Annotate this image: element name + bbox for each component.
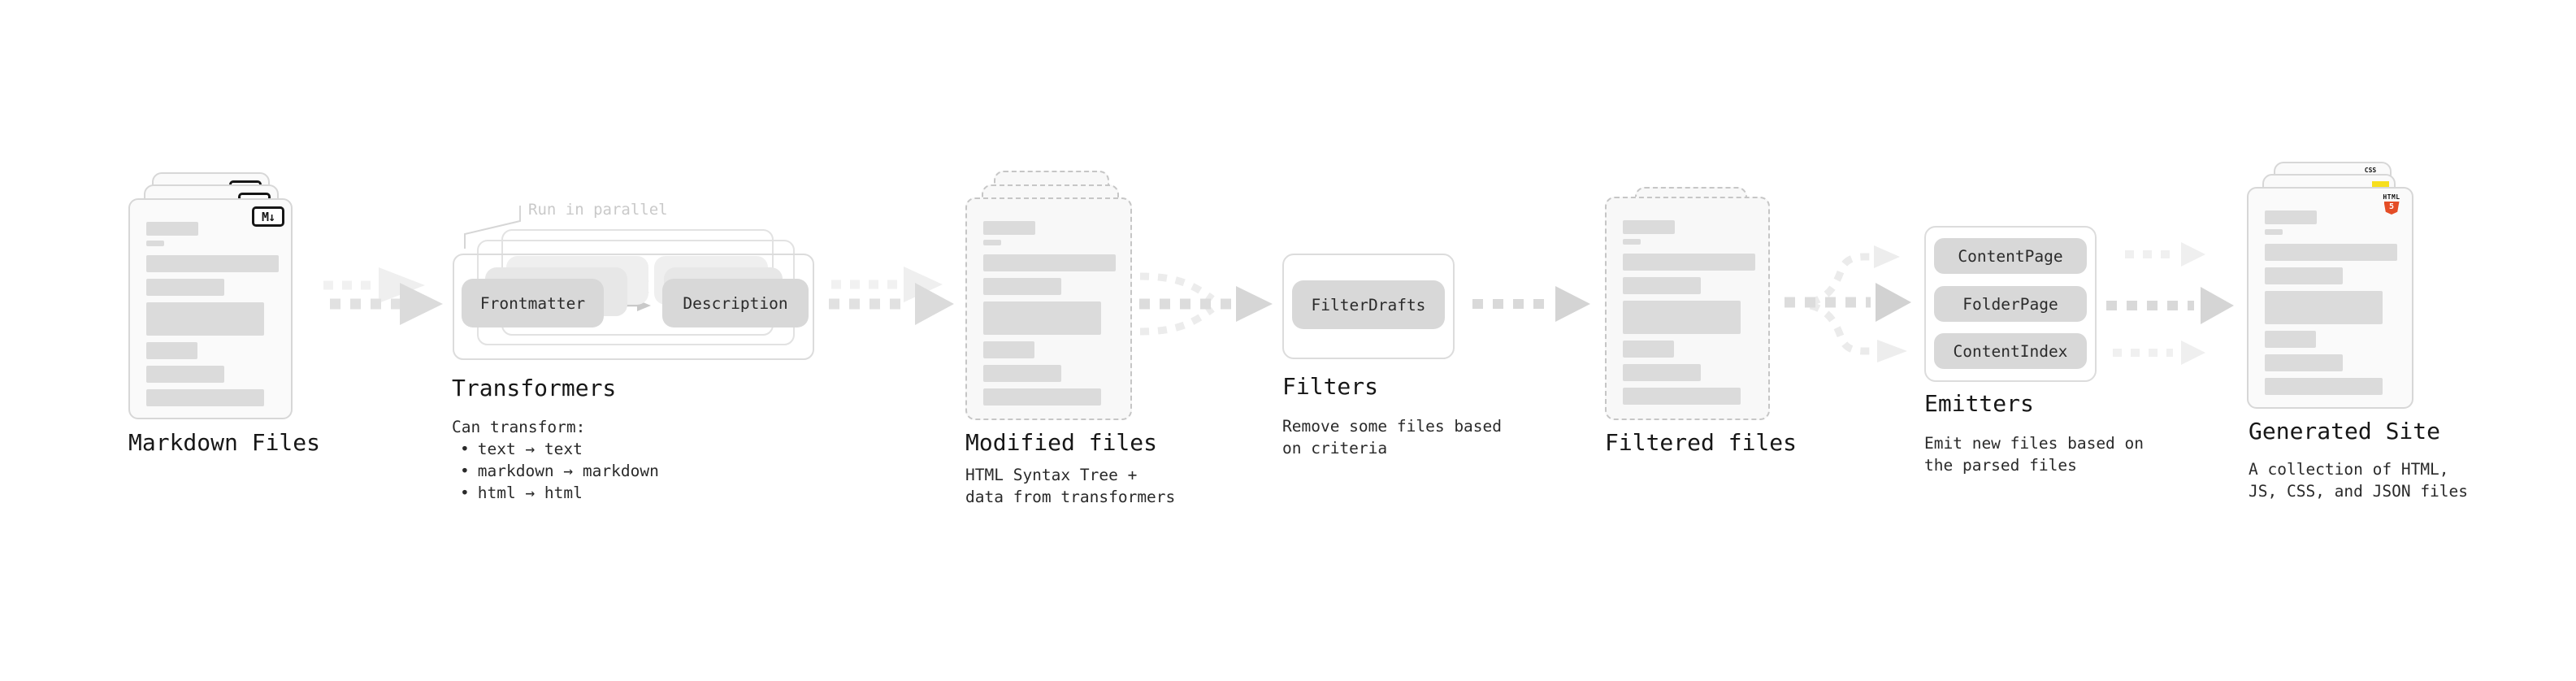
- generated-site-description: A collection of HTML, JS, CSS, and JSON …: [2249, 458, 2468, 502]
- arrow-transformers-to-modified: [829, 267, 954, 325]
- bullet-text: text → text: [477, 440, 583, 458]
- skeleton-line: [1623, 220, 1675, 234]
- transformers-title: Transformers: [452, 375, 617, 401]
- transformers-bullet: • html → html: [452, 482, 659, 504]
- skeleton-line: [2265, 244, 2397, 261]
- description-line: Remove some files based: [1282, 417, 1503, 436]
- transformers-box-front: [453, 254, 814, 360]
- transformer-frontmatter-pill: Frontmatter: [462, 279, 604, 327]
- skeleton-line: [2265, 229, 2283, 235]
- javascript-icon: [2372, 181, 2389, 189]
- emitter-content-page-pill: ContentPage: [1934, 238, 2087, 274]
- description-line: JS, CSS, and JSON files: [2249, 482, 2469, 501]
- bullet-icon: •: [460, 484, 470, 502]
- emitters-title: Emitters: [1924, 390, 2034, 417]
- skeleton-line: [983, 365, 1061, 382]
- html5-icon-label: HTML: [2383, 193, 2400, 201]
- description-line: on criteria: [1282, 439, 1388, 458]
- skeleton-line: [146, 302, 264, 336]
- markdown-icon: M↓: [252, 206, 284, 227]
- emitter-content-index-pill: ContentIndex: [1934, 333, 2087, 369]
- file-skeleton: [983, 221, 1116, 406]
- skeleton-line: [2265, 331, 2316, 348]
- skeleton-line: [983, 388, 1101, 406]
- generated-site-title: Generated Site: [2249, 418, 2441, 445]
- run-in-parallel-label: Run in parallel: [528, 201, 668, 219]
- skeleton-line: [146, 366, 224, 383]
- skeleton-line: [983, 254, 1116, 271]
- skeleton-line: [146, 222, 198, 236]
- html5-icon: HTML 5: [2383, 193, 2400, 215]
- skeleton-line: [1623, 388, 1741, 405]
- skeleton-line: [983, 278, 1061, 295]
- description-line: HTML Syntax Tree +: [965, 466, 1138, 484]
- skeleton-line: [2265, 210, 2317, 224]
- transformers-bullet: • text → text: [452, 438, 659, 460]
- skeleton-line: [2265, 267, 2343, 284]
- markdown-files-label: Markdown Files: [128, 429, 321, 456]
- skeleton-line: [1623, 239, 1641, 245]
- markdown-file-card-front: M↓: [128, 198, 293, 419]
- file-skeleton: [146, 222, 279, 406]
- emitters-description: Emit new files based on the parsed files: [1924, 432, 2144, 476]
- filters-description: Remove some files based on criteria: [1282, 415, 1502, 459]
- arrow-filtered-to-emitters-fanout: [1785, 245, 1911, 362]
- skeleton-line: [983, 341, 1034, 358]
- description-line: data from transformers: [965, 488, 1176, 506]
- filters-title: Filters: [1282, 373, 1379, 400]
- skeleton-line: [146, 342, 197, 359]
- filter-drafts-pill: FilterDrafts: [1292, 280, 1445, 329]
- skeleton-line: [2265, 354, 2343, 371]
- arrow-modified-to-filters-merge: [1139, 272, 1273, 336]
- skeleton-line: [983, 240, 1001, 245]
- description-line: the parsed files: [1924, 456, 2077, 475]
- css-icon-label: CSS: [2364, 167, 2377, 174]
- modified-files-title: Modified files: [965, 429, 1158, 456]
- skeleton-line: [1623, 277, 1701, 294]
- bullet-icon: •: [460, 440, 470, 458]
- skeleton-line: [1623, 340, 1674, 358]
- emitter-folder-page-pill: FolderPage: [1934, 286, 2087, 322]
- filters-box: [1282, 254, 1455, 359]
- skeleton-line: [1623, 364, 1701, 381]
- transformers-bullet: • markdown → markdown: [452, 460, 659, 482]
- filtered-file-card-front: [1605, 197, 1770, 420]
- skeleton-line: [146, 389, 264, 406]
- html5-icon-shield: 5: [2383, 202, 2400, 215]
- bullet-text: markdown → markdown: [477, 462, 659, 480]
- site-file-card-front: HTML 5: [2247, 187, 2413, 409]
- modified-file-card-front: [965, 197, 1132, 420]
- transformers-description: Can transform: • text → text • markdown → …: [452, 416, 659, 504]
- skeleton-line: [1623, 254, 1755, 271]
- skeleton-line: [983, 221, 1035, 235]
- emitters-box: [1924, 226, 2097, 382]
- modified-files-description: HTML Syntax Tree + data from transformer…: [965, 464, 1175, 508]
- arrow-filters-to-filtered: [1472, 286, 1590, 322]
- skeleton-line: [2265, 291, 2383, 324]
- skeleton-line: [983, 301, 1101, 335]
- bullet-icon: •: [460, 462, 470, 480]
- bullet-text: html → html: [477, 484, 583, 502]
- filtered-files-title: Filtered files: [1605, 429, 1798, 456]
- description-line: A collection of HTML,: [2249, 460, 2449, 479]
- file-skeleton: [2265, 210, 2397, 395]
- transformers-intro: Can transform:: [452, 418, 586, 436]
- transformer-description-pill: Description: [662, 279, 809, 327]
- skeleton-line: [2265, 378, 2383, 395]
- skeleton-line: [146, 255, 279, 272]
- skeleton-line: [1623, 301, 1741, 334]
- skeleton-line: [146, 279, 224, 296]
- file-skeleton: [1623, 220, 1755, 405]
- arrows-emitters-to-site: [2106, 242, 2234, 365]
- description-line: Emit new files based on: [1924, 434, 2144, 453]
- arrow-markdown-to-transformers: [323, 267, 443, 325]
- skeleton-line: [146, 241, 164, 246]
